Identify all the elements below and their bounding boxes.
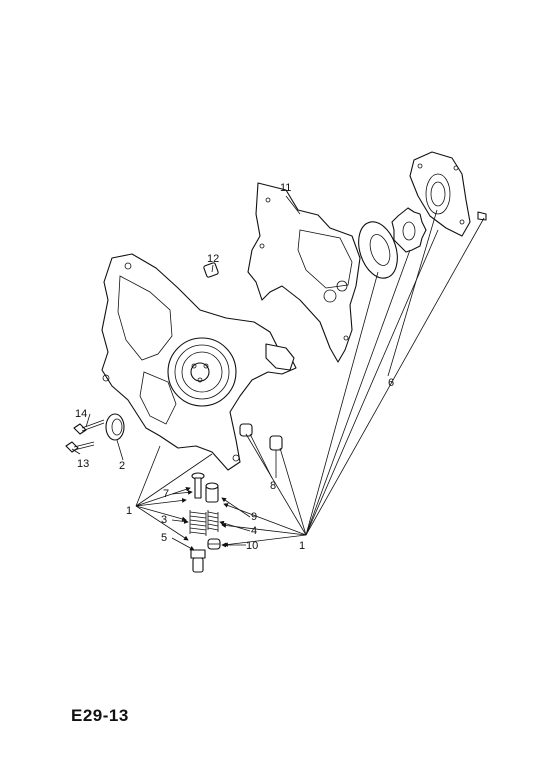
callout-2: 2 <box>119 460 125 472</box>
plug-8b-part <box>269 435 283 451</box>
spring-3-part <box>189 510 207 536</box>
plug-10-part <box>207 538 221 550</box>
pin-7-part <box>191 472 205 499</box>
callout-4: 4 <box>251 525 257 537</box>
sleeve-9-part <box>205 482 219 503</box>
bolt-14-part <box>73 419 105 435</box>
callout-13: 13 <box>77 458 89 470</box>
callout-5: 5 <box>161 532 167 544</box>
cover-plate-part <box>409 151 471 237</box>
bolt-13-part <box>65 441 95 453</box>
callout-9: 9 <box>251 511 257 523</box>
seal-ring-part <box>105 413 125 441</box>
callout-3: 3 <box>161 514 167 526</box>
outer-rotor-part <box>358 221 398 279</box>
plug-5-part <box>190 549 206 573</box>
callout-7: 7 <box>163 488 169 500</box>
pump-housing-part <box>101 253 297 471</box>
sleeve-12-part <box>203 262 219 278</box>
spring-4-part <box>207 510 219 532</box>
plate-screw-part <box>477 211 487 221</box>
callout-8: 8 <box>270 480 276 492</box>
callout-14: 14 <box>75 408 87 420</box>
callout-10: 10 <box>246 540 258 552</box>
callout-1-right: 1 <box>299 540 305 552</box>
inner-gear-part <box>391 207 427 253</box>
callout-11: 11 <box>280 182 291 194</box>
callout-12: 12 <box>207 253 219 265</box>
leader-lines <box>71 195 485 551</box>
plug-8a-part <box>239 423 253 437</box>
figure-code: E29-13 <box>71 706 129 725</box>
callout-6: 6 <box>388 377 394 389</box>
callout-1-left: 1 <box>126 505 132 517</box>
gasket-part <box>247 182 361 363</box>
